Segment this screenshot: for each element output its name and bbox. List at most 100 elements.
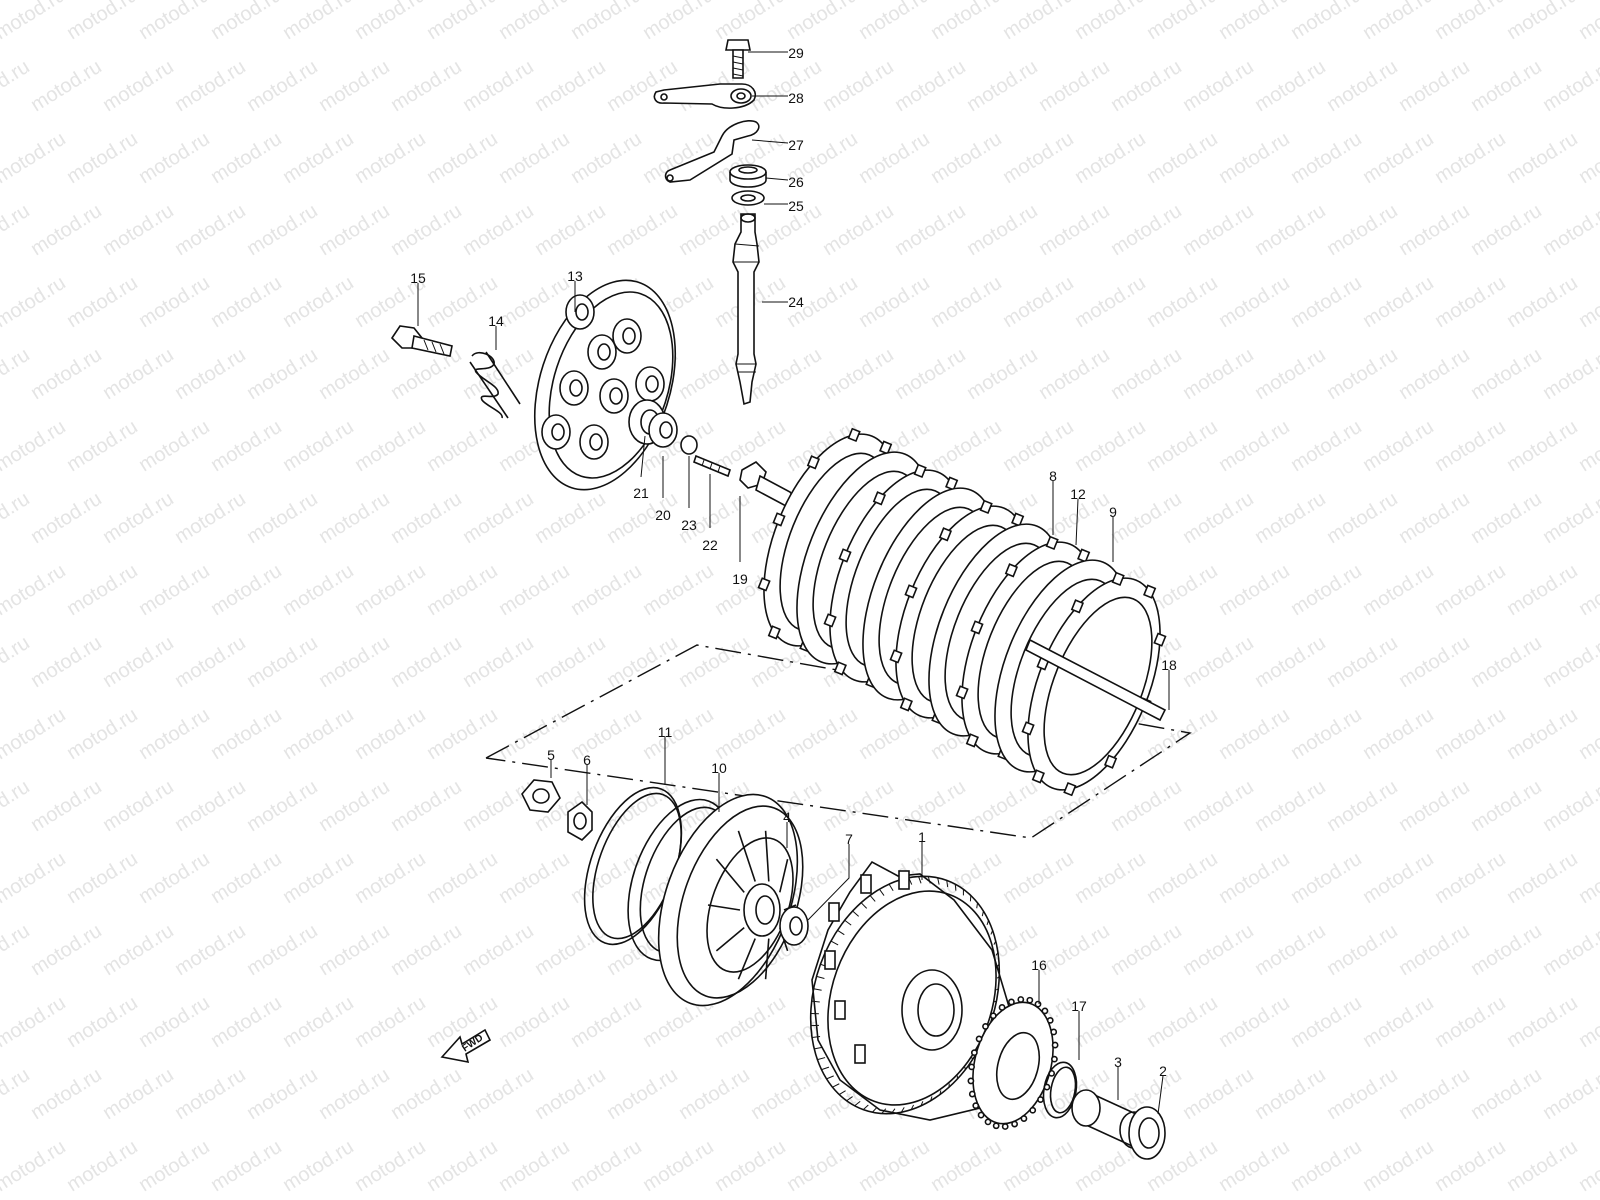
watermark-text: motod.ru [1323,1064,1402,1124]
watermark-text: motod.ru [459,632,538,692]
watermark-text: motod.ru [63,1136,142,1196]
watermark-text: motod.ru [1503,1136,1582,1196]
callout-14: 14 [488,313,504,350]
circlip [1042,1061,1078,1119]
watermark-text: motod.ru [531,920,610,980]
watermark-text: motod.ru [135,272,214,332]
friction-tab [1143,584,1157,599]
watermark-text: motod.ru [891,200,970,260]
watermark-text: motod.ru [1215,272,1294,332]
watermark-text: motod.ru [207,704,286,764]
watermark-text: motod.ru [1431,992,1510,1052]
callout-11: 11 [658,724,673,785]
watermark-text: motod.ru [1359,848,1438,908]
callout-15: 15 [410,270,426,326]
watermark-text: motod.ru [855,272,934,332]
callout-13: 13 [567,268,583,312]
gear-tooth [817,1057,826,1061]
pressure-plate-boss-hole [589,433,603,451]
watermark-text: motod.ru [639,1136,718,1196]
callout-number: 1 [918,829,926,845]
watermark-text: motod.ru [495,128,574,188]
pump-gear-tooth [970,1049,978,1057]
watermark-text: motod.ru [1143,848,1222,908]
friction-tab [872,491,887,506]
friction-tab [938,527,953,542]
release-arm [653,83,757,109]
basket-slot [824,950,836,970]
watermark-text: motod.ru [819,56,898,116]
watermark-text: motod.ru [1179,488,1258,548]
thrust-washer [779,906,809,946]
watermark-text: motod.ru [387,488,466,548]
watermark-text: motod.ru [279,704,358,764]
gear-tooth [976,902,979,909]
watermark-text: motod.ru [423,848,502,908]
callout-number: 20 [655,507,671,523]
watermark-text: motod.ru [1575,992,1600,1052]
gear-tooth [852,910,859,917]
watermark-text: motod.ru [1107,200,1186,260]
watermark-text: motod.ru [135,0,214,44]
watermark-text: motod.ru [99,632,178,692]
watermark-text: motod.ru [279,272,358,332]
gear-tooth [930,1096,933,1101]
clutch-spring [469,351,521,419]
callout-23: 23 [681,456,697,533]
watermark-text: motod.ru [27,200,106,260]
assembly-boundary [485,644,1192,839]
watermark-text: motod.ru [1287,848,1366,908]
gear-tooth [891,1108,896,1114]
watermark-text: motod.ru [1395,56,1474,116]
callout-number: 27 [788,137,804,153]
gear-tooth [900,1107,905,1113]
watermark-text: motod.ru [207,560,286,620]
watermark-text: motod.ru [1575,128,1600,188]
callout-number: 28 [788,90,804,106]
callout-number: 22 [702,537,718,553]
gear-tooth [939,1090,942,1095]
watermark-text: motod.ru [243,920,322,980]
watermark-text: motod.ru [1431,416,1510,476]
callout-leader [751,139,789,144]
watermark-text: motod.ru [279,992,358,1052]
watermark-text: motod.ru [315,344,394,404]
watermark-text: motod.ru [387,56,466,116]
watermark-text: motod.ru [1395,488,1474,548]
watermark-text: motod.ru [171,344,250,404]
watermark-text: motod.ru [1395,632,1474,692]
watermark-text: motod.ru [0,1136,70,1196]
watermark-text: motod.ru [1287,992,1366,1052]
pump-gear-tooth [1026,996,1034,1004]
watermark-text: motod.ru [279,416,358,476]
gear-tooth [996,964,1000,968]
friction-tab [823,613,837,628]
watermark-text: motod.ru [1467,344,1546,404]
watermark-text: motod.ru [1539,56,1600,116]
hub-spoke [737,938,756,980]
watermark-text: motod.ru [1539,776,1600,836]
gear-tooth [888,883,894,891]
watermark-text: motod.ru [1575,704,1600,764]
watermark-text: motod.ru [1179,632,1258,692]
pressure-plate-boss [587,334,617,370]
watermark-text: motod.ru [1251,56,1330,116]
watermark-text: motod.ru [711,0,790,44]
callout-number: 11 [658,724,673,740]
callout-17: 17 [1071,998,1087,1060]
watermark-text: motod.ru [567,704,646,764]
watermark-text: motod.ru [855,1136,934,1196]
watermark-text: motod.ru [495,272,574,332]
clutch-plate-stack [757,427,1167,797]
watermark-text: motod.ru [1503,0,1582,44]
watermark-text: motod.ru [423,0,502,44]
release-bolt [725,39,751,79]
watermark-text: motod.ru [1107,776,1186,836]
watermark-text: motod.ru [0,56,34,116]
watermark-text: motod.ru [567,560,646,620]
watermark-text: motod.ru [387,200,466,260]
hub-spoke [707,904,741,911]
gear-tooth [993,940,997,945]
watermark-text: motod.ru [999,1136,1078,1196]
